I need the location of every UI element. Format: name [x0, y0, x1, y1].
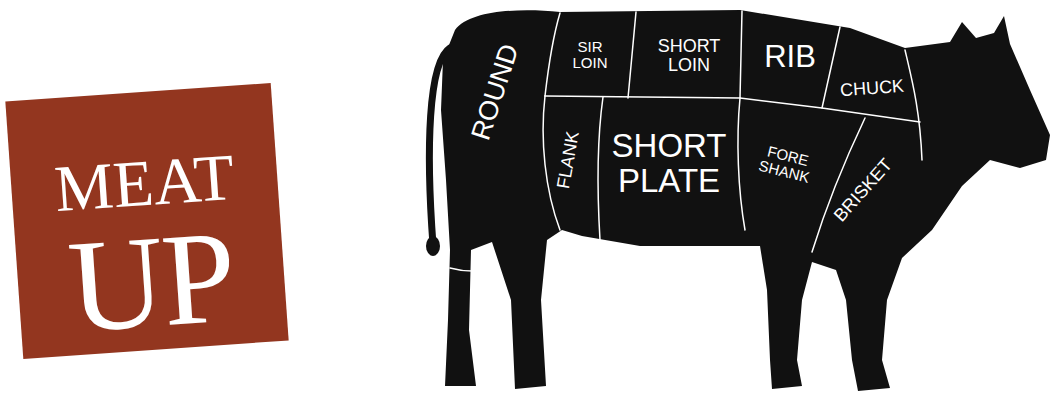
- cut-lines: [450, 11, 922, 271]
- cut-line: [628, 12, 636, 98]
- logo-badge: MEAT UP: [5, 83, 288, 359]
- cut-region: SIR LOIN: [562, 30, 618, 80]
- cow-silhouette: [441, 10, 1050, 391]
- logo-text: MEAT UP: [29, 92, 265, 350]
- tail-tuft: [426, 236, 440, 256]
- cut-line: [598, 97, 603, 240]
- cut-name: SIR LOIN: [562, 39, 618, 71]
- cut-region: BRISKET: [820, 145, 905, 235]
- cut-region: FLANK: [547, 118, 588, 202]
- cut-name: SHORT PLATE: [606, 129, 732, 198]
- cut-name: RIB: [764, 41, 816, 74]
- cut-name: FLANK: [554, 130, 583, 190]
- cut-region: RIB: [755, 35, 825, 79]
- cut-name: SHORT LOIN: [645, 37, 733, 75]
- cut-region: SHORT PLATE: [606, 122, 732, 206]
- cut-name: CHUCK: [839, 76, 904, 99]
- cut-line: [740, 11, 742, 98]
- cut-line: [738, 98, 745, 230]
- cut-name: BRISKET: [830, 155, 896, 225]
- cut-line: [822, 27, 840, 108]
- cut-line: [905, 50, 922, 160]
- cut-region: CHUCK: [829, 71, 915, 105]
- cut-line: [450, 268, 492, 271]
- cut-region: ROUND: [457, 29, 532, 155]
- cut-region: FORE SHANK: [742, 128, 829, 201]
- cut-name: ROUND: [466, 41, 524, 144]
- cut-name: FORE SHANK: [745, 140, 826, 189]
- cut-region: SHORT LOIN: [645, 28, 733, 84]
- cut-line: [545, 13, 560, 96]
